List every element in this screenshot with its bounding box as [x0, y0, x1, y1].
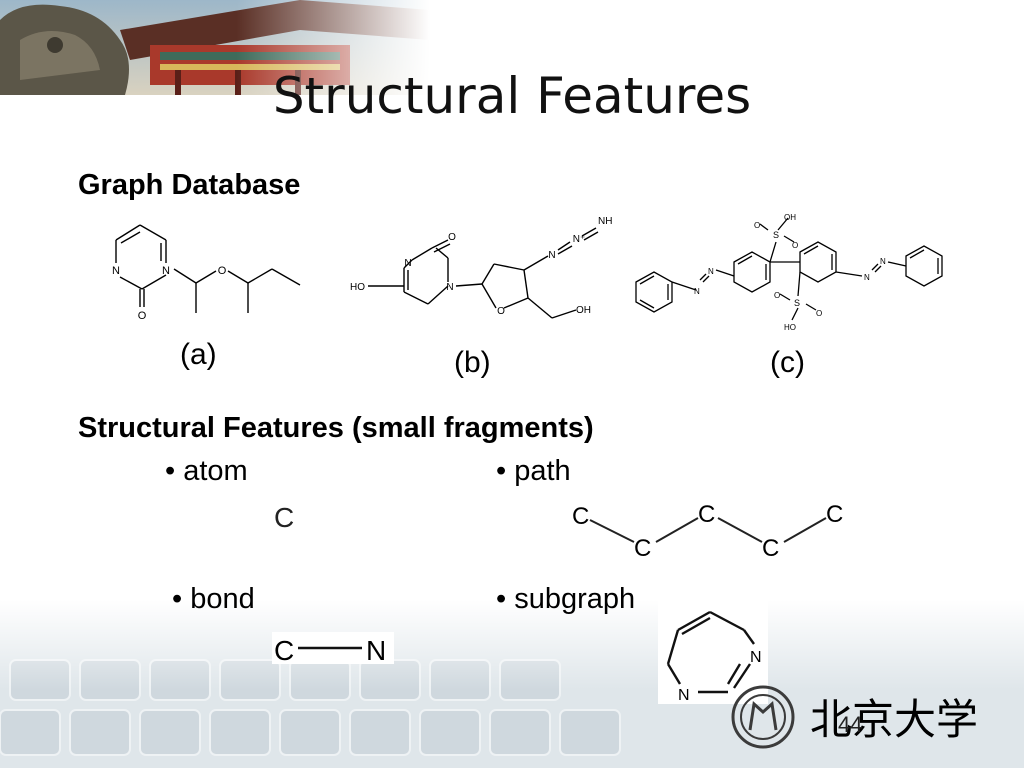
- molecule-label-a: (a): [180, 338, 217, 371]
- molecule-a: N N O O: [112, 224, 301, 322]
- path-atom-c: C: [634, 535, 651, 562]
- atom-o: O: [138, 310, 147, 322]
- atom-n: N: [548, 250, 555, 261]
- bullet-atom: • atom: [165, 455, 248, 487]
- bond-example: C N: [272, 632, 394, 666]
- path-atom-c: C: [762, 535, 779, 562]
- atom-n: N: [708, 267, 714, 276]
- path-atom-c: C: [698, 501, 715, 528]
- atom-n: N: [112, 265, 120, 277]
- bullet-subgraph: • subgraph: [496, 583, 636, 615]
- bullet-path: • path: [496, 455, 571, 487]
- path-example: C C C C C: [572, 501, 843, 562]
- page-number: 44: [838, 712, 863, 737]
- atom-n: N: [694, 287, 700, 296]
- path-atom-c: C: [826, 501, 843, 528]
- atom-o: O: [448, 232, 456, 243]
- atom-n: N: [446, 282, 453, 293]
- atom-n-plus: N⁺: [573, 234, 586, 245]
- bond-atom-n: N: [366, 635, 386, 666]
- atom-example: C: [274, 502, 295, 533]
- atom-n: N: [404, 258, 411, 269]
- path-atom-c: C: [572, 503, 589, 530]
- subgraph-example: N N: [658, 600, 768, 704]
- atom-n: N: [864, 273, 870, 282]
- atom-o: O: [774, 291, 780, 300]
- molecule-b: N N O HO O OH N N⁺ NH: [350, 216, 612, 319]
- atom-n: N: [880, 257, 886, 266]
- subgraph-atom-n: N: [750, 649, 762, 666]
- logo-text: 北京大学: [810, 696, 978, 743]
- footer-fade: [0, 600, 1024, 690]
- bullet-bond: • bond: [172, 583, 255, 615]
- atom-nh: NH: [598, 216, 612, 227]
- bond-atom-c: C: [274, 635, 294, 666]
- atom-o: O: [754, 221, 760, 230]
- molecule-label-c: (c): [770, 346, 805, 379]
- atom-o: O: [218, 265, 227, 277]
- university-logo: 北京大学: [731, 685, 978, 749]
- atom-s: S: [794, 298, 800, 308]
- atom-oh: OH: [576, 305, 591, 316]
- atom-s: S: [773, 230, 779, 240]
- atom-ho: HO: [784, 323, 796, 332]
- atom-ho: HO: [350, 282, 365, 293]
- subgraph-atom-n: N: [678, 687, 690, 704]
- structural-features-heading: Structural Features (small fragments): [78, 412, 594, 444]
- graph-database-heading: Graph Database: [78, 169, 301, 201]
- atom-n: N: [162, 265, 170, 277]
- atom-o: O: [816, 309, 822, 318]
- molecule-label-b: (b): [454, 346, 491, 379]
- atom-o: O: [497, 306, 505, 317]
- header-photo-fade: [0, 0, 430, 95]
- atom-o: O: [792, 241, 798, 250]
- slide-title: Structural Features: [272, 67, 752, 125]
- atom-oh: OH: [784, 213, 796, 222]
- molecule-c: OH S O O HO S O O N N N N: [635, 213, 943, 332]
